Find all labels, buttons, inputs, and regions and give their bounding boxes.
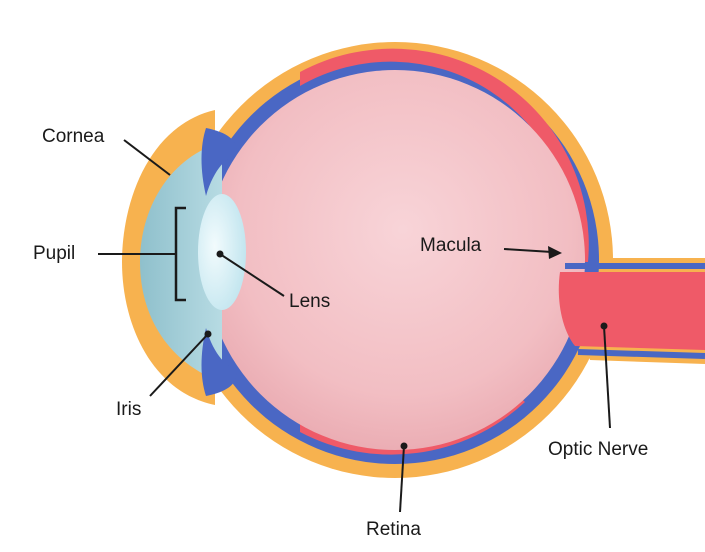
macula-leader [503, 248, 553, 253]
iris-leader [149, 333, 209, 397]
label-retina: Retina [366, 519, 421, 540]
optic-nerve-edge-bottom [577, 349, 705, 359]
macula-arrowhead [548, 246, 562, 259]
label-macula: Macula [420, 235, 482, 256]
label-iris: Iris [116, 399, 142, 420]
label-cornea: Cornea [42, 126, 105, 147]
optic-nerve-leader [603, 325, 611, 429]
vitreous-body [205, 70, 585, 450]
label-lens: Lens [289, 291, 331, 312]
iris-lower [201, 328, 237, 396]
retina-leader-dot [400, 442, 408, 450]
label-pupil: Pupil [33, 243, 76, 264]
label-optic-nerve: Optic Nerve [548, 439, 649, 460]
iris-upper [201, 128, 237, 196]
lens-leader [219, 253, 285, 297]
retina-leader [399, 445, 405, 513]
cornea [140, 142, 222, 382]
cornea-leader [123, 139, 171, 176]
retina-band-lower [300, 390, 525, 455]
iris-leader-dot [204, 330, 212, 338]
optic-nerve-leader-dot [600, 322, 608, 330]
retina-band [300, 48, 589, 263]
optic-nerve [558, 272, 705, 350]
lens-leader-dot [216, 250, 224, 258]
